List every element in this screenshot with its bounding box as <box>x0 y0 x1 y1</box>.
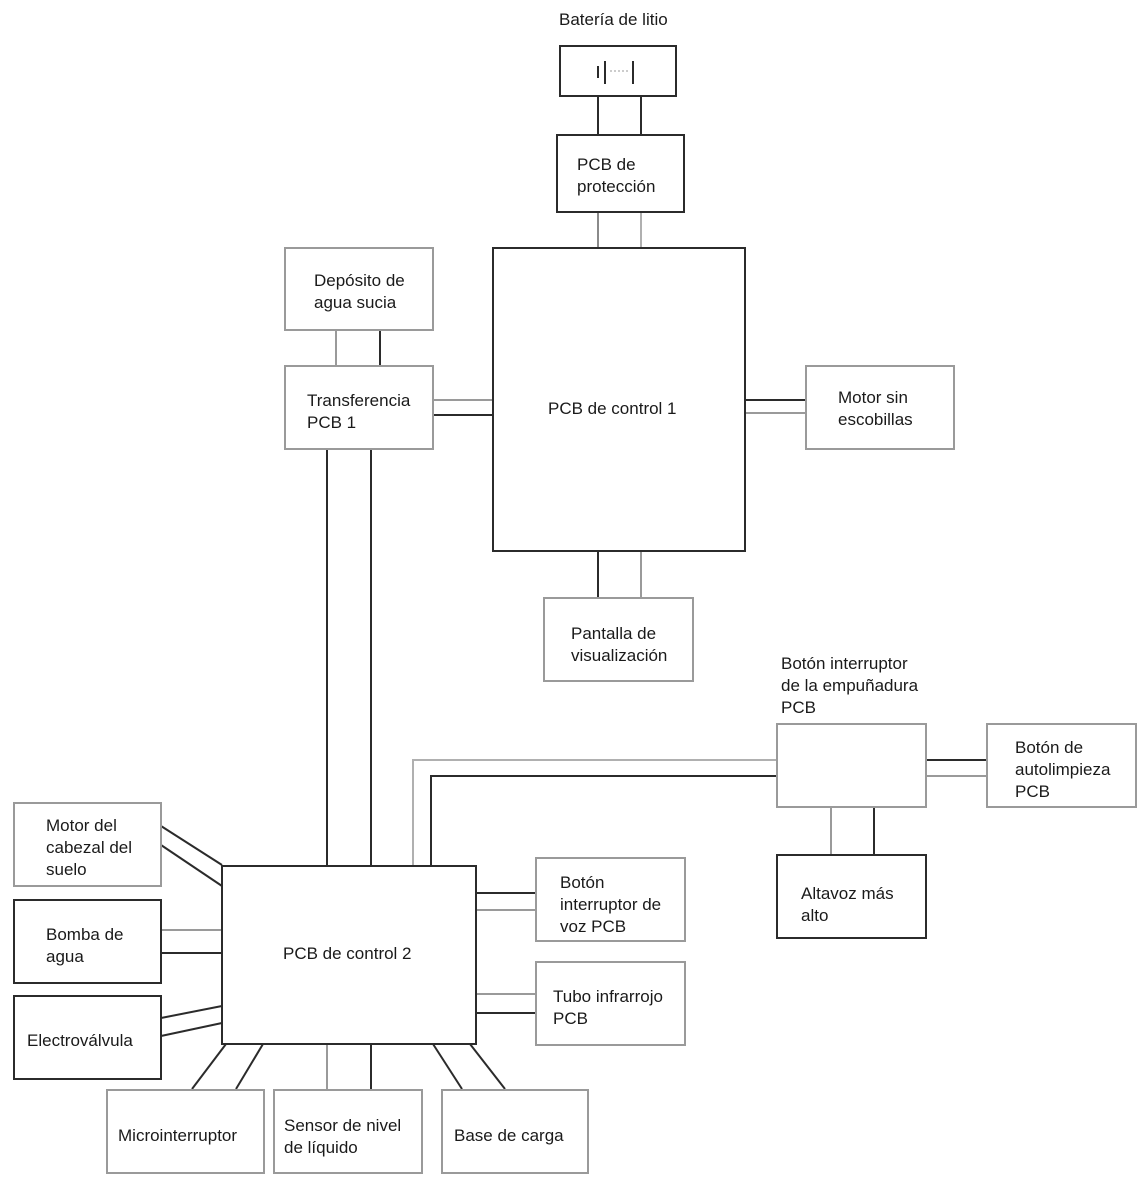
base-carga-box: Base de carga <box>441 1089 589 1174</box>
boton-empunadura-label: Botón interruptor de la empuñadura PCB <box>781 654 919 717</box>
pcb-control-1-box: PCB de control 1 <box>492 247 746 552</box>
motor-sin-escobillas-box: Motor sin escobillas <box>805 365 955 450</box>
wire <box>235 1043 264 1090</box>
boton-voz-label: Botón interruptor de voz PCB <box>560 873 662 936</box>
wire <box>469 1043 506 1090</box>
pcb-control-2-box: PCB de control 2 <box>221 865 477 1045</box>
motor-sin-escobillas-label: Motor sin escobillas <box>838 388 913 429</box>
deposito-agua-sucia-label: Depósito de agua sucia <box>314 271 405 312</box>
wire <box>160 1005 223 1019</box>
pcb-proteccion-label: PCB de protección <box>577 155 656 196</box>
pantalla-visualizacion-label: Pantalla de visualización <box>571 624 668 665</box>
wire <box>191 1043 227 1090</box>
pantalla-visualizacion-box: Pantalla de visualización <box>543 597 694 682</box>
transferencia-pcb-box: Transferencia PCB 1 <box>284 365 434 450</box>
bomba-agua-label: Bomba de agua <box>46 925 124 966</box>
wire <box>432 1043 463 1090</box>
deposito-agua-sucia-box: Depósito de agua sucia <box>284 247 434 331</box>
microinterruptor-label: Microinterruptor <box>118 1126 238 1145</box>
tubo-infrarrojo-box: Tubo infrarrojo PCB <box>535 961 686 1046</box>
bomba-agua-box: Bomba de agua <box>13 899 162 984</box>
wire <box>160 844 223 887</box>
boton-voz-box: Botón interruptor de voz PCB <box>535 857 686 942</box>
pcb-proteccion-box: PCB de protección <box>556 134 685 213</box>
boton-empunadura-box <box>776 723 927 808</box>
boton-autolimpieza-box: Botón de autolimpieza PCB <box>986 723 1137 808</box>
pcb-control-1-label: PCB de control 1 <box>548 399 677 418</box>
motor-cabezal-box: Motor del cabezal del suelo <box>13 802 162 887</box>
altavoz-label: Altavoz más alto <box>801 884 894 925</box>
microinterruptor-box: Microinterruptor <box>106 1089 265 1174</box>
wire <box>430 775 777 865</box>
wire <box>412 759 777 865</box>
sensor-nivel-box: Sensor de nivel de líquido <box>273 1089 423 1174</box>
boton-autolimpieza-label: Botón de autolimpieza PCB <box>1015 738 1111 801</box>
wire <box>160 825 223 866</box>
transferencia-pcb-label: Transferencia PCB 1 <box>307 391 411 432</box>
electrovalvula-label: Electroválvula <box>27 1031 133 1050</box>
electrovalvula-box: Electroválvula <box>13 995 162 1080</box>
pcb-control-2-label: PCB de control 2 <box>283 944 412 963</box>
altavoz-box: Altavoz más alto <box>776 854 927 939</box>
wire <box>160 1022 223 1037</box>
base-carga-label: Base de carga <box>454 1126 564 1145</box>
tubo-infrarrojo-label: Tubo infrarrojo PCB <box>553 987 663 1028</box>
motor-cabezal-label: Motor del cabezal del suelo <box>46 816 133 879</box>
battery-icon <box>597 61 634 84</box>
sensor-nivel-label: Sensor de nivel de líquido <box>284 1116 402 1157</box>
battery-label: Batería de litio <box>559 10 668 29</box>
